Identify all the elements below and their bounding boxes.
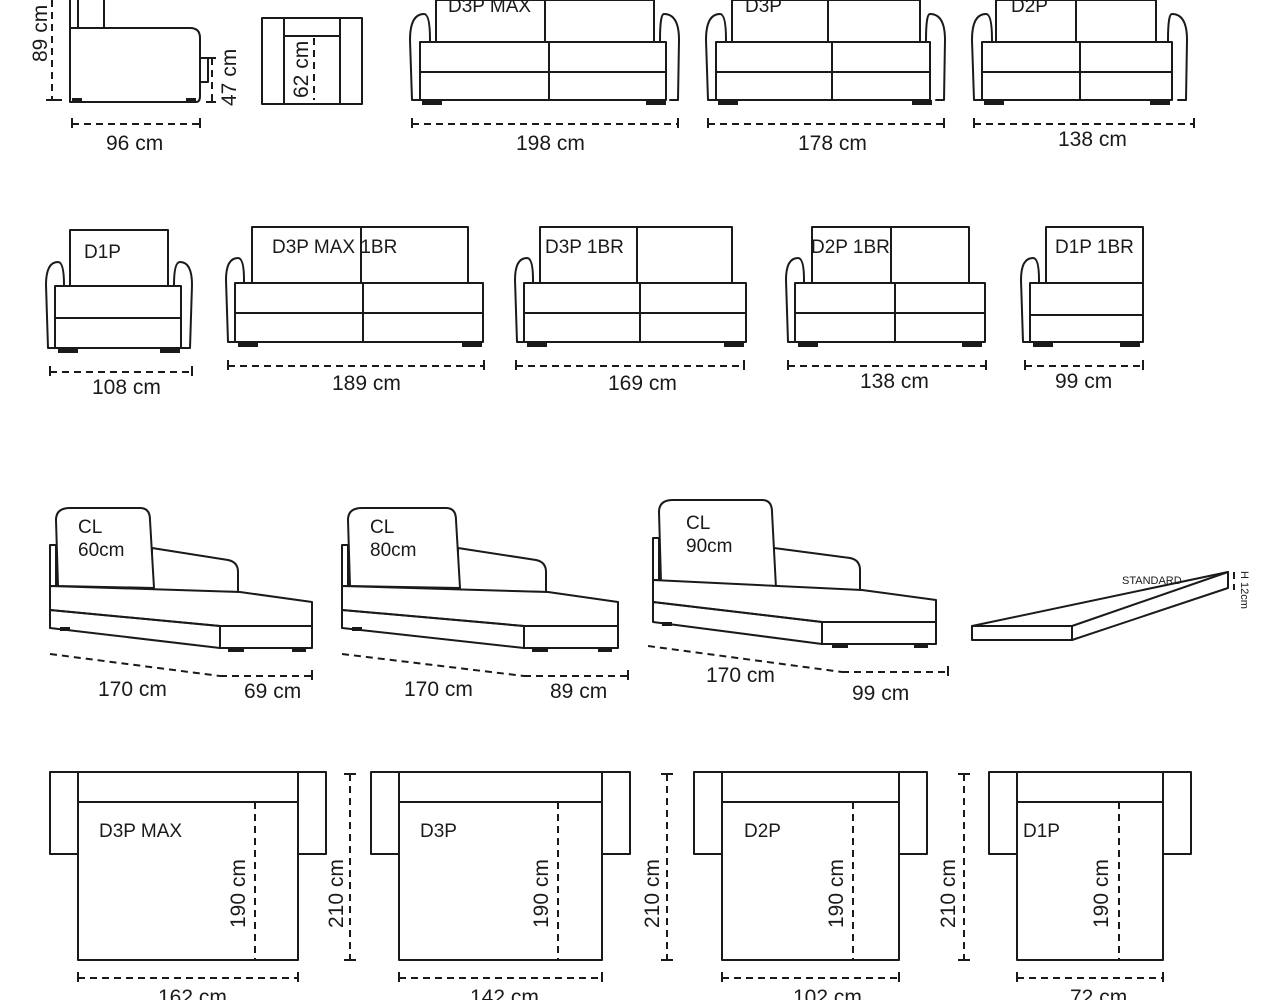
bed-d3p: D3P 190 cm 210 cm 142 cm: [370, 771, 673, 1000]
chaise-depth-label: 89 cm: [550, 680, 607, 703]
chaise-label-line1: CL: [686, 513, 710, 534]
chaise-depth-label: 69 cm: [244, 680, 301, 703]
bed-d1p: D1P 190 cm 72 cm: [988, 771, 1192, 1000]
bed-length-label: 190 cm: [530, 859, 553, 928]
sofa-label: D1P 1BR: [1055, 237, 1134, 258]
chaise-length-label: 170 cm: [98, 678, 167, 701]
sofa-d1p-1br: D1P 1BR 99 cm: [1020, 226, 1144, 393]
total-length-label: 210 cm: [937, 859, 960, 928]
chaise-length-label: 170 cm: [404, 678, 473, 701]
sofa-width-label: 178 cm: [798, 132, 867, 155]
chaise-label-line1: CL: [78, 517, 102, 538]
mattress-label: STANDARD: [1122, 575, 1182, 587]
sofa-d1p: D1P 108 cm: [45, 229, 193, 399]
side-height-label: 89 cm: [29, 5, 52, 62]
sofa-label: D3P 1BR: [545, 237, 624, 258]
sofa-label: D3P MAX 1BR: [272, 237, 397, 258]
sofa-d3p-max-1br: D3P MAX 1BR 189 cm: [225, 226, 485, 395]
sofa-label: D3P MAX: [448, 0, 531, 17]
seat-height-label: 47 cm: [218, 49, 241, 106]
bed-label: D1P: [1023, 821, 1060, 842]
arm-height-label: 62 cm: [290, 41, 313, 98]
bed-width-label: 102 cm: [793, 986, 862, 1000]
bed-d2p: D2P 190 cm 210 cm 102 cm: [693, 771, 970, 1000]
chaise-depth-label: 99 cm: [852, 682, 909, 705]
bed-width-label: 162 cm: [158, 986, 227, 1000]
bed-length-label: 190 cm: [1090, 859, 1113, 928]
side-view: 89 cm 47 cm 96 cm: [29, 0, 241, 155]
mattress-standard: STANDARD H 12cm: [971, 571, 1250, 641]
chaise-cl-90: CL 90cm 170 cm 99 cm: [647, 499, 949, 705]
sofa-width-label: 99 cm: [1055, 370, 1112, 393]
arm-view: 62 cm: [261, 17, 363, 105]
chaise-label-line2: 80cm: [370, 540, 416, 561]
chaise-label-line2: 60cm: [78, 540, 124, 561]
chaise-label-line1: CL: [370, 517, 394, 538]
mattress-height-label: H 12cm: [1238, 571, 1250, 609]
sofa-width-label: 169 cm: [608, 372, 677, 395]
bed-d3p-max: D3P MAX 190 cm 210 cm 162 cm: [49, 771, 356, 1000]
bed-label: D3P MAX: [99, 821, 182, 842]
sofa-label: D1P: [84, 242, 121, 263]
bed-length-label: 190 cm: [825, 859, 848, 928]
sofa-width-label: 138 cm: [1058, 128, 1127, 151]
sofa-width-label: 138 cm: [860, 370, 929, 393]
total-length-label: 210 cm: [325, 859, 348, 928]
sofa-d3p-1br: D3P 1BR 169 cm: [514, 226, 747, 395]
sofa-label: D2P: [1011, 0, 1048, 17]
sofa-d3p: D3P 178 cm: [705, 0, 946, 155]
bed-label: D3P: [420, 821, 457, 842]
sofa-d2p: D2P 138 cm: [971, 0, 1195, 151]
sofa-d3p-max: D3P MAX 198 cm: [409, 0, 680, 155]
chaise-cl-60: CL 60cm 170 cm 69 cm: [49, 507, 313, 703]
sofa-label: D2P 1BR: [811, 237, 890, 258]
sofa-width-label: 189 cm: [332, 372, 401, 395]
bed-length-label: 190 cm: [227, 859, 250, 928]
sofa-width-label: 198 cm: [516, 132, 585, 155]
bed-width-label: 142 cm: [470, 986, 539, 1000]
side-depth-label: 96 cm: [106, 132, 163, 155]
bed-width-label: 72 cm: [1070, 986, 1127, 1000]
chaise-length-label: 170 cm: [706, 664, 775, 687]
sofa-d2p-1br: D2P 1BR 138 cm: [785, 226, 987, 393]
total-length-label: 210 cm: [641, 859, 664, 928]
chaise-label-line2: 90cm: [686, 536, 732, 557]
bed-label: D2P: [744, 821, 781, 842]
chaise-cl-80: CL 80cm 170 cm 89 cm: [341, 507, 629, 703]
sofa-label: D3P: [745, 0, 782, 17]
sofa-width-label: 108 cm: [92, 376, 161, 399]
